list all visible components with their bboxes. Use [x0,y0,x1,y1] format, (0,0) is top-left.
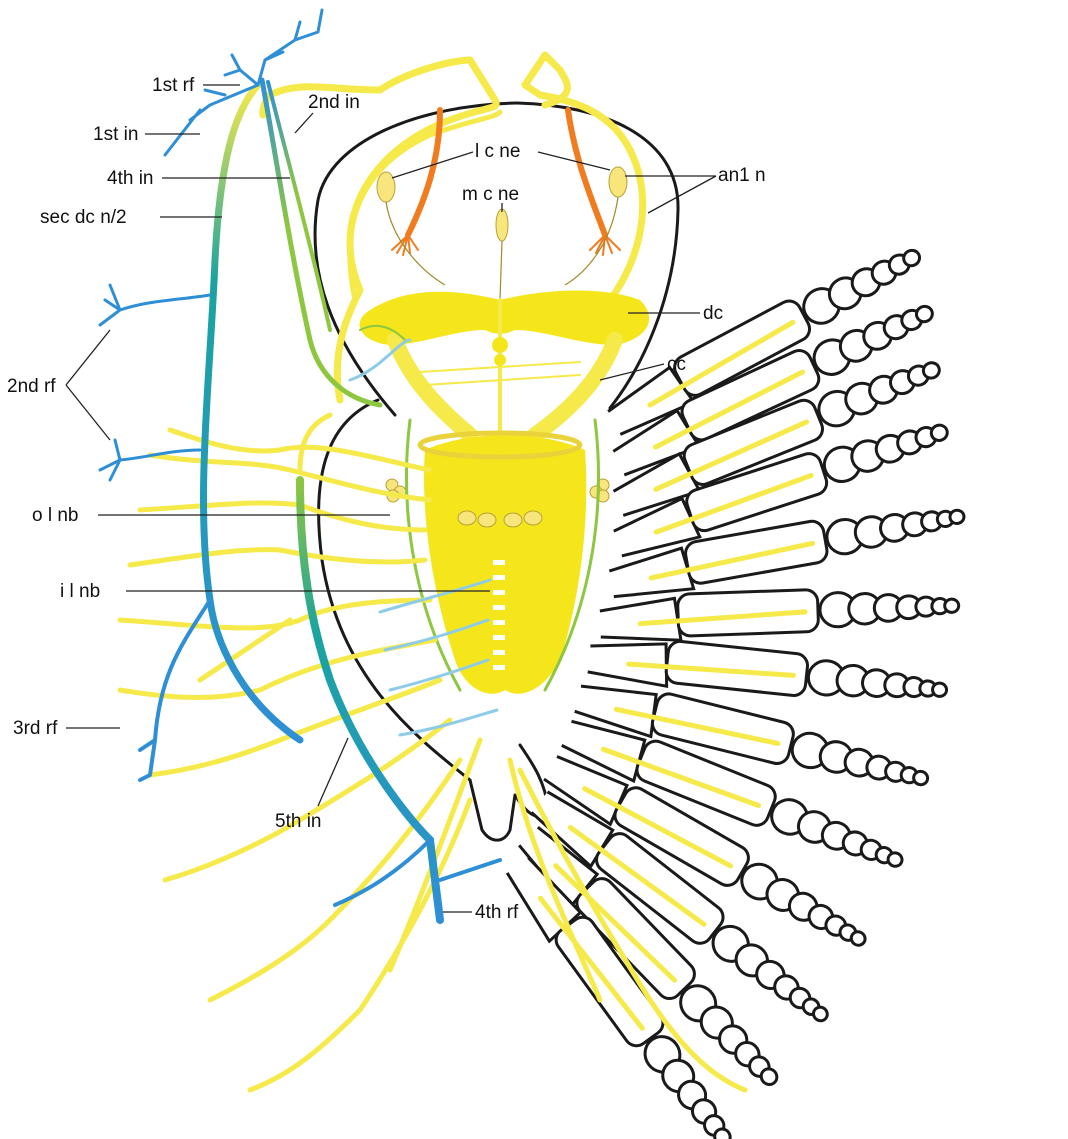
trunk-nerve-4 [130,550,425,565]
label-2nd-rf: 2nd rf [7,330,110,440]
svg-text:dc: dc [703,303,723,324]
svg-text:an1 n: an1 n [718,165,766,186]
label-1st-rf: 1st rf [152,75,240,96]
trunk-nerve-5 [120,600,430,628]
svg-text:l c ne: l c ne [475,141,520,162]
svg-text:i l nb: i l nb [60,581,100,602]
trunk-nerve-8 [165,720,450,880]
podomere [608,547,694,602]
svg-text:1st in: 1st in [93,124,138,145]
svg-text:o l nb: o l nb [32,505,78,526]
label-4th-rf: 4th rf [443,902,519,923]
leg-segment [912,770,929,786]
svg-text:2nd in: 2nd in [308,92,360,113]
label-5th-in: 5th in [275,738,348,832]
podomere [587,636,671,686]
secondary-dorsal-nerve [204,85,300,740]
label-m-c-ne: m c ne [462,184,519,212]
label-2nd-in: 2nd in [295,92,360,133]
svg-text:cc: cc [667,354,686,375]
svg-text:1st rf: 1st rf [152,75,195,96]
leg-segment [949,509,965,525]
svg-text:5th in: 5th in [275,811,321,832]
svg-text:4th in: 4th in [107,168,153,189]
label-o-l-nb: o l nb [32,505,390,526]
appendage-series [502,236,968,1139]
svg-text:2nd rf: 2nd rf [7,376,56,397]
label-sec-dc-n2: sec dc n/2 [40,207,222,228]
label-3rd-rf: 3rd rf [13,718,120,739]
label-4th-in: 4th in [107,168,290,189]
fourth-in-nerve [262,80,380,405]
svg-text:3rd rf: 3rd rf [13,718,58,739]
trunk-nerve-10 [250,800,470,1090]
svg-text:sec dc n/2: sec dc n/2 [40,207,127,228]
trunk-nerve-3 [140,503,425,530]
leg-segment [944,599,958,613]
svg-text:4th rf: 4th rf [475,902,519,923]
svg-text:m c ne: m c ne [462,184,519,205]
label-1st-in: 1st in [93,124,200,145]
leg-segment [932,682,947,697]
